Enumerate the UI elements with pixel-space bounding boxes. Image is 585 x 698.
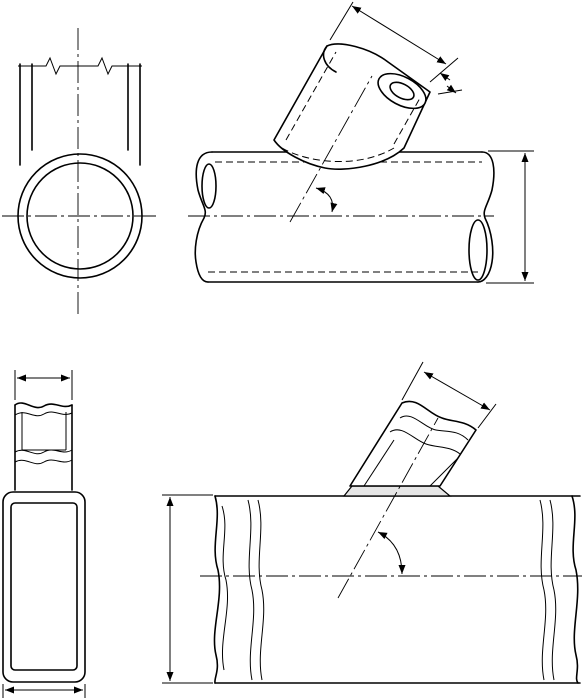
rectangular-tube-section-view	[3, 370, 85, 698]
main-rect-height-dimension	[162, 495, 213, 683]
rectangular-tube-branch-joint	[162, 362, 582, 683]
branch-angle-arc	[316, 188, 333, 212]
main-rectangular-section	[3, 492, 85, 682]
circular-tube-branch-joint	[188, 2, 534, 283]
main-width-dimension	[3, 684, 85, 698]
branch-rect-angle-arc	[378, 532, 402, 574]
circular-tube-section-view	[2, 28, 158, 318]
main-rectangular-tube	[200, 496, 582, 683]
main-circular-tube	[188, 152, 494, 282]
branch-rectangular-stub	[15, 403, 72, 490]
branch-tube-stub	[18, 58, 142, 165]
branch-width-dimension	[15, 370, 72, 400]
branch-circular-tube	[274, 44, 432, 222]
branch-rectangular-tube	[338, 401, 476, 598]
break-line	[18, 58, 142, 74]
